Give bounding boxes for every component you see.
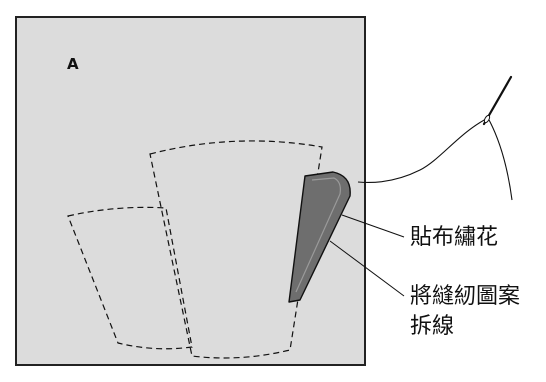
label-remove-line-1: 將縫紉圖案: [410, 284, 521, 309]
dashed-pattern-piece-back: [67, 206, 193, 350]
leader-line-remove: [329, 240, 405, 297]
thread-tail: [487, 117, 513, 201]
panel-letter: A: [67, 55, 79, 73]
leader-line-applique: [341, 214, 405, 238]
label-remove-line-2: 拆線: [410, 314, 455, 339]
thread: [357, 117, 489, 183]
label-applique: 貼布繡花: [410, 225, 499, 250]
applique-strip-highlight: [295, 177, 341, 293]
dashed-pattern-piece-front: [149, 140, 323, 359]
needle-icon: [482, 75, 513, 126]
